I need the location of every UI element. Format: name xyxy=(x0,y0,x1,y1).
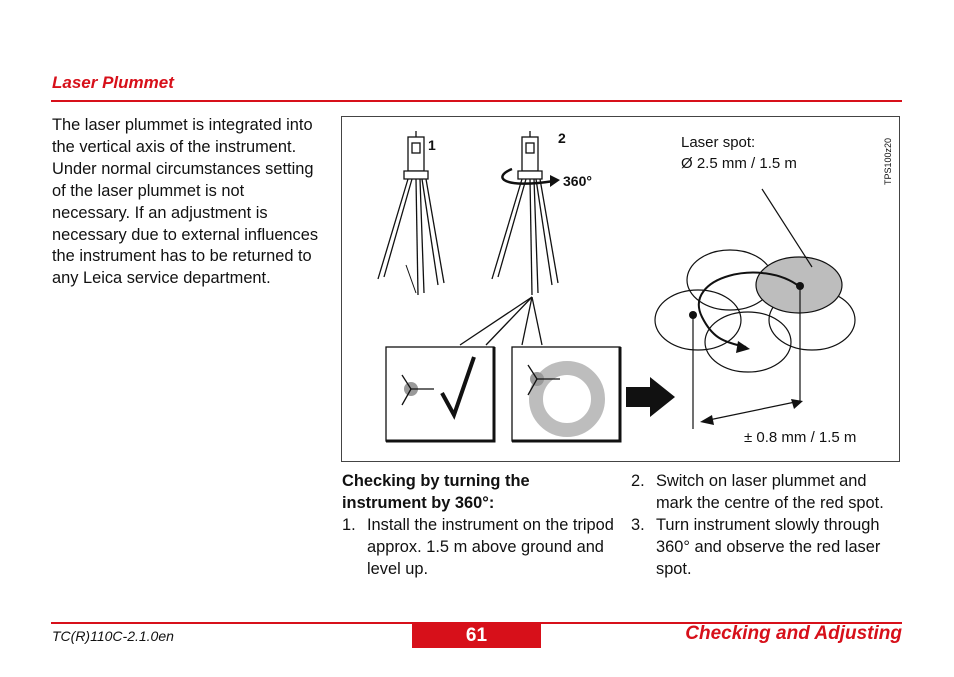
rotation-label: 360° xyxy=(563,173,592,189)
procedure-left-column: Checking by turning the instrument by 36… xyxy=(342,471,614,581)
laser-spot-value: Ø 2.5 mm / 1.5 m xyxy=(681,155,797,172)
inset-rotation-box xyxy=(511,346,622,443)
footer-rule xyxy=(51,622,902,624)
procedure-right-column: 2. Switch on laser plummet and mark the … xyxy=(631,471,906,581)
procedure-step: 1. Install the instrument on the tripod … xyxy=(342,515,614,581)
document-id: TC(R)110C-2.1.0en xyxy=(52,628,174,644)
tripod-2-illustration xyxy=(491,131,560,296)
step-text: Turn instrument slowly through 360° and … xyxy=(656,515,881,578)
inset-correct-box xyxy=(385,346,496,443)
tolerance-label: ± 0.8 mm / 1.5 m xyxy=(744,429,857,446)
inset-callout-lines xyxy=(459,296,543,346)
page-number: 61 xyxy=(412,624,541,648)
laser-spot-circles xyxy=(654,188,856,429)
header-rule xyxy=(51,100,902,102)
tripod-1-illustration xyxy=(377,131,445,296)
section-title: Laser Plummet xyxy=(52,73,174,92)
step-text: Switch on laser plummet and mark the cen… xyxy=(656,472,884,512)
chapter-title: Checking and Adjusting xyxy=(685,623,902,644)
intro-paragraph: The laser plummet is integrated into the… xyxy=(52,116,319,288)
figure-code: TPS100z20 xyxy=(883,137,893,185)
procedure-step: 3. Turn instrument slowly through 360° a… xyxy=(631,515,906,581)
tripod-2-label: 2 xyxy=(558,130,566,146)
laser-spot-label: Laser spot: xyxy=(681,134,756,151)
step-number: 1. xyxy=(342,515,356,534)
tripod-1-label: 1 xyxy=(428,137,436,153)
figure-drawing xyxy=(377,131,856,443)
step-text: Install the instrument on the tripod app… xyxy=(367,515,614,578)
laser-plummet-figure: 1 2 360° Laser spot: Ø 2.5 mm / 1.5 m ± … xyxy=(341,116,900,462)
procedure-step: 2. Switch on laser plummet and mark the … xyxy=(631,471,906,515)
step-number: 2. xyxy=(631,472,645,490)
result-arrow xyxy=(626,377,675,417)
step-number: 3. xyxy=(631,515,645,534)
procedure-heading: Checking by turning the instrument by 36… xyxy=(342,472,530,512)
